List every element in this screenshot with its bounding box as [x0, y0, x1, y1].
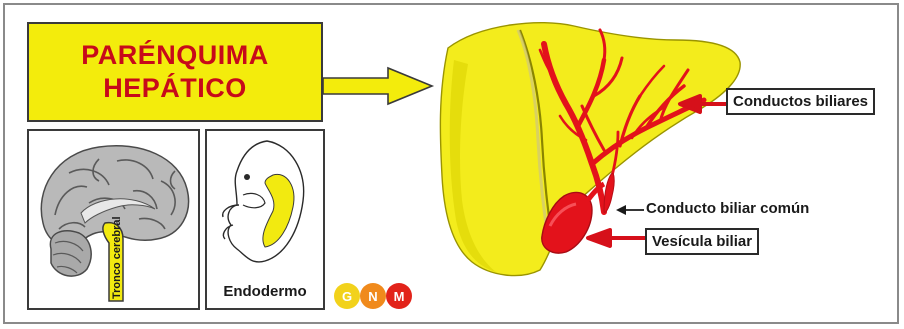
label-conductos-biliares: Conductos biliares — [726, 88, 875, 115]
gnm-logo: G N M — [333, 281, 413, 311]
title-line-2: HEPÁTICO — [103, 72, 247, 105]
label-conducto-biliar-comun: Conducto biliar común — [646, 200, 809, 217]
endodermo-label: Endodermo — [207, 283, 323, 300]
brain-illustration: Tronco cerebral — [29, 131, 198, 308]
title-line-1: PARÉNQUIMA — [81, 39, 269, 72]
title-box: PARÉNQUIMA HEPÁTICO — [27, 22, 323, 122]
tronco-cerebral-label: Tronco cerebral — [111, 216, 123, 299]
label-vesicula-biliar: Vesícula biliar — [645, 228, 759, 255]
embryo-panel: Endodermo — [205, 129, 325, 310]
logo-letter-g: G — [342, 289, 352, 304]
logo-letter-m: M — [394, 289, 405, 304]
brain-panel: Tronco cerebral — [27, 129, 200, 310]
logo-letter-n: N — [368, 289, 377, 304]
embryo-illustration — [207, 131, 323, 271]
